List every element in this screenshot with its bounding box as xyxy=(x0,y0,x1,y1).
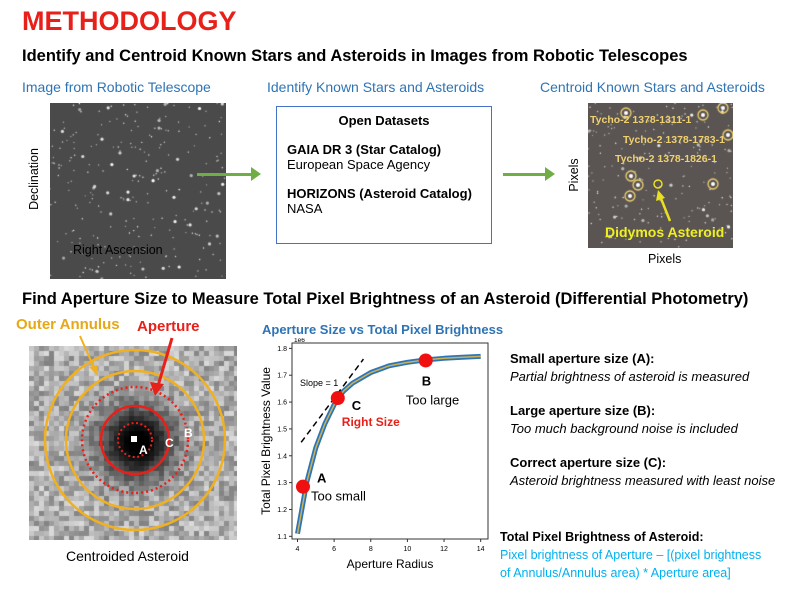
star-label: Tycho-2 1378-1783-1 xyxy=(623,134,725,146)
right-ascension-label: Right Ascension xyxy=(73,243,163,257)
star-label: Tycho-2 1378-1826-1 xyxy=(615,153,717,165)
brightness-chart: 4 6 8 10 12 14 1.1 1.2 1.3 1.4 1.5 1.6 1.7 1.8 1e6Slop… xyxy=(259,338,489,571)
point-note: Too large xyxy=(406,392,459,407)
section1-heading: Identify and Centroid Known Stars and As… xyxy=(22,47,688,65)
point-label: B xyxy=(422,373,431,388)
image-caption: Centroided Asteroid xyxy=(66,548,189,564)
box-title: Open Datasets xyxy=(338,113,430,128)
asteroid-pointer xyxy=(653,179,672,222)
note-head: Large aperture size (B): xyxy=(510,403,656,418)
pixels-y-label: Pixels xyxy=(567,158,581,192)
aperture-overlay xyxy=(43,335,227,532)
formula-line: Pixel brightness of Aperture – [(pixel b… xyxy=(500,548,762,562)
x-tick-label: 12 xyxy=(440,546,448,553)
page-title: METHODOLOGY xyxy=(22,6,237,36)
x-tick-label: 4 xyxy=(296,546,300,553)
arrow-right-icon xyxy=(503,167,555,181)
x-tick-label: 14 xyxy=(477,546,485,553)
y-tick-label: 1.4 xyxy=(277,453,287,460)
section2-heading: Find Aperture Size to Measure Total Pixe… xyxy=(22,290,749,308)
y-tick-label: 1.3 xyxy=(277,480,287,487)
telescope-image xyxy=(50,103,226,279)
star-label: Tycho-2 1378-1311-1 xyxy=(590,114,692,126)
open-datasets-box: Open Datasets GAIA DR 3 (Star Catalog) E… xyxy=(276,106,492,244)
pixels-x-label: Pixels xyxy=(648,252,682,266)
y-tick-label: 1.8 xyxy=(277,346,287,353)
y-axis-label: Total Pixel Brightness Value xyxy=(259,367,273,515)
note-body: Too much background noise is included xyxy=(510,421,738,436)
data-point-c xyxy=(330,391,345,406)
mark-b: B xyxy=(184,426,193,440)
formula-line: of Annulus/Annulus area) * Aperture area… xyxy=(500,566,731,580)
data-point-a xyxy=(295,479,310,494)
y-tick-label: 1.6 xyxy=(277,400,287,407)
point-label: C xyxy=(352,398,362,413)
col1-caption: Image from Robotic Telescope xyxy=(22,79,211,95)
note-head: Correct aperture size (C): xyxy=(510,455,667,470)
formula-head: Total Pixel Brightness of Asteroid: xyxy=(500,530,704,544)
slope-label: Slope = 1 xyxy=(300,378,338,388)
point-label: A xyxy=(317,471,327,486)
outer-annulus-label: Outer Annulus xyxy=(16,316,120,333)
col3-caption: Centroid Known Stars and Asteroids xyxy=(540,79,765,95)
asteroid-label: Didymos Asteroid xyxy=(605,224,725,240)
plot-frame xyxy=(291,342,489,540)
chart-title: Aperture Size vs Total Pixel Brightness xyxy=(262,322,504,337)
series-line-inner xyxy=(296,355,481,534)
note-head: Small aperture size (A): xyxy=(510,351,655,366)
y-multiplier: 1e6 xyxy=(294,338,305,344)
arrow-right-icon xyxy=(197,167,261,181)
notes: Small aperture size (A): Partial brightn… xyxy=(510,350,775,490)
aperture-label: Aperture xyxy=(137,318,200,335)
horizons-name: HORIZONS (Asteroid Catalog) xyxy=(287,186,472,201)
y-tick-label: 1.7 xyxy=(277,373,287,380)
mark-a: A xyxy=(139,443,148,457)
gaia-name: GAIA DR 3 (Star Catalog) xyxy=(287,142,442,157)
point-note: Too small xyxy=(311,489,366,504)
x-axis-label: Aperture Radius xyxy=(347,557,434,571)
declination-label: Declination xyxy=(27,148,41,210)
x-tick-label: 8 xyxy=(369,546,373,553)
note-body: Asteroid brightness measured with least … xyxy=(510,473,776,488)
x-tick-label: 10 xyxy=(404,546,412,553)
x-tick-label: 6 xyxy=(332,546,336,553)
horizons-org: NASA xyxy=(287,201,323,216)
point-note: Right Size xyxy=(342,415,400,429)
y-tick-label: 1.2 xyxy=(277,507,287,514)
mark-c: C xyxy=(165,436,174,450)
data-point-b xyxy=(418,353,433,368)
y-tick-label: 1.1 xyxy=(277,534,287,541)
col2-caption: Identify Known Stars and Asteroids xyxy=(267,79,485,95)
centroid-image xyxy=(588,103,733,248)
note-body: Partial brightness of asteroid is measur… xyxy=(510,369,750,384)
y-tick-label: 1.5 xyxy=(277,426,287,433)
asteroid-image xyxy=(29,346,237,540)
gaia-org: European Space Agency xyxy=(287,157,431,172)
